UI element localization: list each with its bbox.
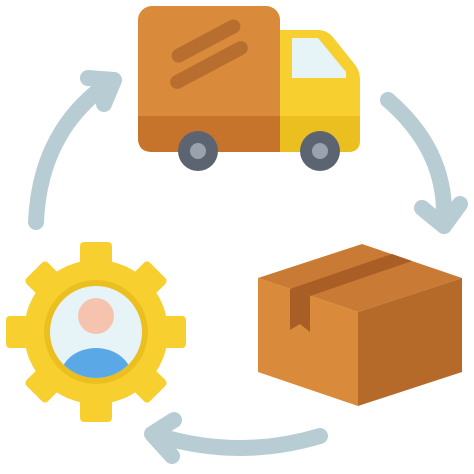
gear-tooth-e (158, 316, 186, 348)
box-side (358, 278, 462, 406)
gear-tooth-w (6, 316, 34, 348)
box-tape-top (290, 254, 412, 296)
gear-tooth-sw (25, 363, 65, 403)
truck-wheel-left-hub (190, 143, 206, 159)
delivery-truck-icon (138, 6, 360, 171)
truck-window (292, 38, 346, 78)
box-tape-front (290, 289, 310, 332)
user-head (78, 298, 114, 334)
truck-stripe-2 (170, 41, 248, 89)
gear-tooth-s (80, 394, 112, 422)
gear-tooth-se (127, 363, 167, 403)
truck-cargo-bottom (138, 116, 280, 152)
user-body (60, 348, 132, 378)
truck-stripe-1 (171, 19, 241, 63)
arrow-to-box-head (414, 196, 468, 234)
arrow-to-truck (28, 74, 118, 230)
gear-tooth-ne (127, 261, 167, 301)
cardboard-box-icon (258, 244, 462, 406)
arrow-to-gear-head (144, 412, 182, 464)
user-icon (60, 298, 132, 378)
gear-tooth-nw (25, 261, 65, 301)
box-front (258, 278, 358, 406)
cycle-arrows-icon (28, 70, 468, 464)
gear-with-user-icon (6, 242, 186, 422)
arrow-to-truck-head (80, 70, 122, 112)
arrow-to-gear (152, 428, 328, 456)
gear-tooth-n (80, 242, 112, 270)
arrow-to-box (380, 92, 453, 226)
truck-wheel-right-hub (312, 143, 328, 159)
